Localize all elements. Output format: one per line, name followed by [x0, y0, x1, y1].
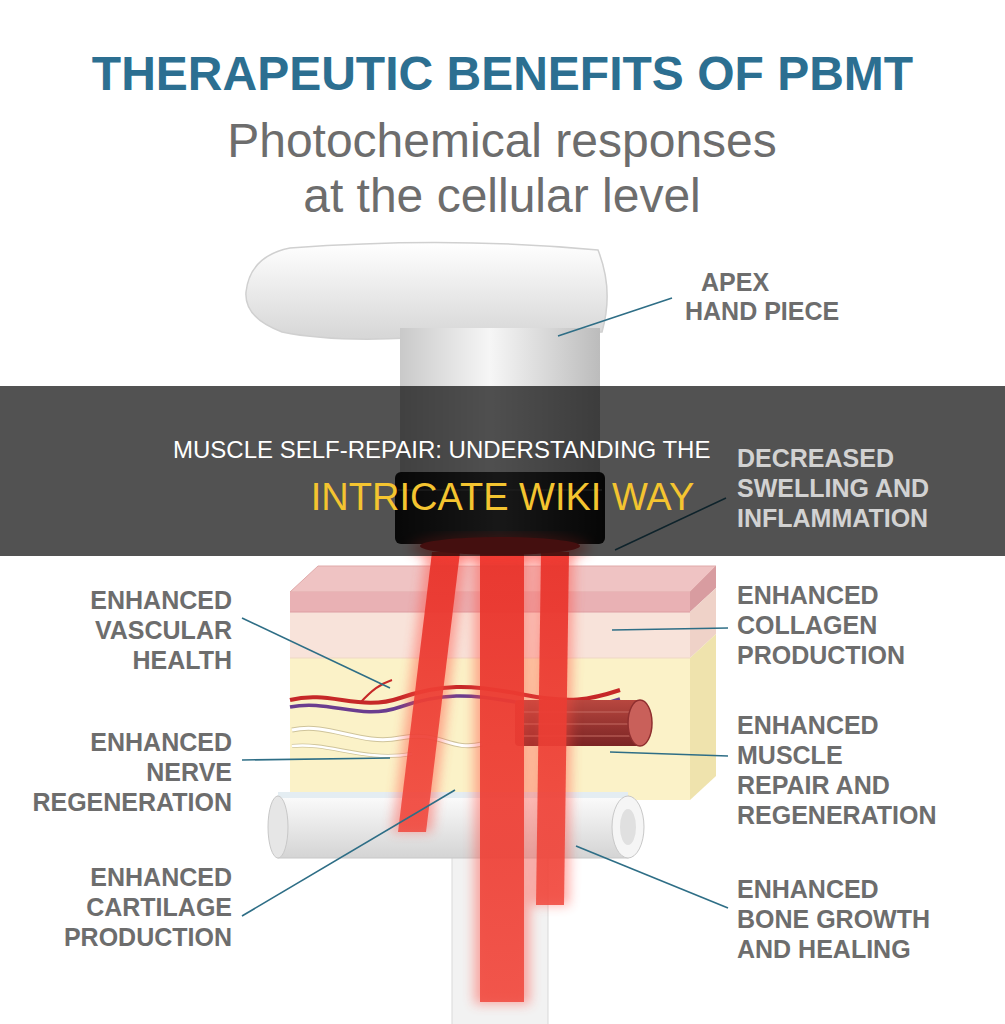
- title-anchor: THERAPEUTIC BENEFITS OF PBMT: [0, 46, 1005, 102]
- fat-side: [690, 634, 716, 800]
- light-beam: [536, 552, 569, 905]
- leader-line: [610, 752, 728, 756]
- subtitle: Photochemical responses at the cellular …: [212, 113, 792, 223]
- diagram-title: THERAPEUTIC BENEFITS OF PBMT: [0, 46, 1005, 102]
- benefit-label: ENHANCED CARTILAGE PRODUCTION: [47, 862, 232, 952]
- benefit-label: ENHANCED COLLAGEN PRODUCTION: [737, 580, 922, 670]
- beam-glow: [392, 552, 574, 1004]
- leader-line: [242, 790, 455, 916]
- cartilage-layer: [278, 792, 628, 798]
- benefit-label: ENHANCED BONE GROWTH AND HEALING: [737, 874, 942, 964]
- leader-line: [242, 618, 390, 688]
- light-beam: [480, 552, 524, 1002]
- benefit-label: ENHANCED VASCULAR HEALTH: [62, 585, 232, 675]
- part-label: APEX HAND PIECE: [685, 268, 843, 326]
- beam-glow-center: [474, 552, 530, 1004]
- label-anchor: ENHANCED BONE GROWTH AND HEALING: [737, 874, 942, 964]
- leader-line: [576, 846, 728, 908]
- vessel-branch: [360, 680, 392, 703]
- beam-glow-right: [531, 552, 574, 905]
- bone-shaft: [278, 796, 628, 858]
- bone-end: [268, 796, 288, 858]
- label-anchor: APEX HAND PIECE: [685, 268, 843, 326]
- benefit-label: ENHANCED NERVE REGENERATION: [17, 727, 232, 817]
- light-beam: [398, 552, 460, 832]
- benefit-label: ENHANCED MUSCLE REPAIR AND REGENERATION: [737, 710, 941, 830]
- label-anchor: ENHANCED COLLAGEN PRODUCTION: [737, 580, 922, 670]
- label-anchor: DECREASED SWELLING AND INFLAMMATION: [737, 443, 942, 533]
- label-anchor: ENHANCED CARTILAGE PRODUCTION: [47, 862, 232, 952]
- bone-end: [612, 796, 644, 858]
- nerve-fiber: [292, 728, 482, 745]
- nerve-outline: [292, 745, 412, 755]
- bone-marrow: [620, 809, 636, 845]
- muscle-end: [628, 700, 652, 746]
- band-heading: MUSCLE SELF-REPAIR: UNDERSTANDING THE: [173, 436, 710, 464]
- nerve-outline: [292, 728, 482, 745]
- benefit-label: DECREASED SWELLING AND INFLAMMATION: [737, 443, 942, 533]
- hand-piece-body: [246, 242, 607, 339]
- leader-line: [242, 758, 390, 760]
- nerve-fiber: [292, 745, 412, 755]
- label-anchor: Photochemical responses at the cellular …: [212, 113, 792, 223]
- text-anchor: MUSCLE SELF-REPAIR: UNDERSTANDING THE: [173, 436, 710, 464]
- leader-line: [558, 298, 672, 336]
- label-anchor: ENHANCED MUSCLE REPAIR AND REGENERATION: [737, 710, 941, 830]
- label-anchor: ENHANCED NERVE REGENERATION: [17, 727, 232, 817]
- leader-line: [612, 628, 728, 630]
- label-anchor: ENHANCED VASCULAR HEALTH: [62, 585, 232, 675]
